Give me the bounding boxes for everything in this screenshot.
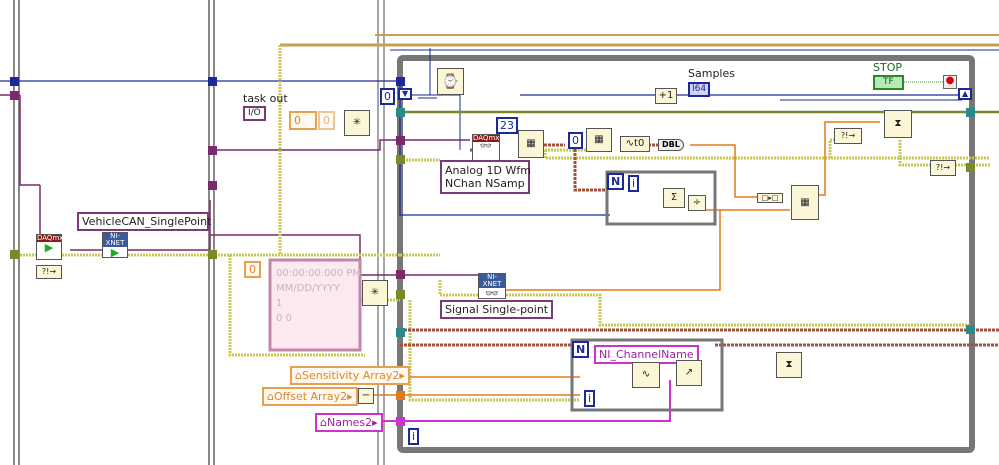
for-loop-iteration-terminal-2: i — [584, 390, 596, 407]
to-double-node[interactable]: DBL — [658, 139, 684, 151]
divide-icon[interactable]: ÷ — [688, 195, 706, 211]
for-loop-count-terminal-2: N — [572, 341, 590, 358]
stop-label: STOP — [873, 61, 902, 74]
tunnels — [10, 77, 975, 426]
shift-register-right-icon[interactable]: ▲ — [958, 88, 973, 100]
xnet-header: NI-XNET — [479, 274, 505, 288]
enqueue-icon[interactable]: ⧗ — [776, 352, 802, 378]
for-loop-count-terminal: N — [607, 173, 625, 190]
task-out-label: task out — [243, 92, 288, 105]
waveform-icon: ∿ — [625, 138, 635, 149]
stop-button-terminal[interactable]: TF — [873, 75, 904, 90]
numeric-constant-ghost: 0 — [318, 111, 335, 130]
build-array-icon[interactable]: □▸□ — [757, 193, 783, 203]
for-loop-scale[interactable] — [570, 338, 724, 412]
bundle-node[interactable]: ?!→ — [834, 128, 862, 144]
wait-timer-icon[interactable]: ⌚ — [437, 68, 464, 95]
daqmx-start-task-node[interactable]: DAQmx▶ — [36, 234, 64, 260]
play-icon: ▶ — [44, 241, 54, 254]
numeric-constant-23[interactable]: 23 — [496, 117, 518, 134]
analog-line1: Analog 1D Wfm — [445, 164, 531, 177]
obtain-queue-icon-2[interactable]: ✳ — [362, 280, 388, 306]
numeric-constant-zero[interactable]: 0 — [380, 88, 395, 105]
increment-node[interactable]: +1 — [655, 88, 677, 104]
shift-register-left-icon[interactable]: ▼ — [398, 88, 413, 100]
xnet-start-node[interactable]: NI-XNET▶ — [102, 232, 128, 258]
task-out-indicator[interactable]: I/O — [243, 106, 266, 121]
glasses-icon: 👓 — [485, 287, 499, 300]
numeric-constant[interactable]: 0 — [289, 111, 317, 130]
daqmx-read-node[interactable]: DAQmx👓 — [472, 134, 500, 162]
loop-condition-icon[interactable]: ● — [943, 75, 957, 89]
glasses-icon: 👓 — [479, 141, 493, 152]
dequeue-icon[interactable]: ⧗ — [884, 110, 912, 138]
samples-indicator[interactable]: I64 — [688, 82, 711, 97]
xnet-header: NI-XNET — [103, 233, 127, 247]
numeric-constant-left[interactable]: 0 — [244, 261, 261, 278]
get-waveform-t0[interactable]: ∿t0 — [620, 136, 650, 152]
timestamp-date: MM/DD/YYYY — [276, 283, 340, 294]
array-subset-icon[interactable]: ▦ — [586, 128, 612, 152]
while-loop-iteration-terminal: i — [408, 428, 420, 445]
scale-waveform-icon[interactable]: ∿ — [632, 362, 660, 388]
index-array-icon[interactable]: ▦ — [518, 130, 544, 158]
daqmx-header: DAQmx — [473, 134, 500, 142]
timestamp-time: 00:00:00.000 PM — [276, 268, 362, 279]
set-waveform-attribute-icon[interactable]: ↗ — [676, 360, 702, 386]
for-loop-iteration-terminal: i — [628, 175, 640, 192]
daqmx-header: DAQmx — [37, 234, 64, 242]
names-local[interactable]: ⌂Names2▸ — [315, 413, 383, 432]
negate-icon[interactable]: − — [358, 388, 374, 404]
xnet-read-node[interactable]: NI-XNET👓 — [478, 273, 506, 299]
analog-line2: NChan NSamp — [445, 177, 525, 190]
sensitivity-array-local[interactable]: ⌂Sensitivity Array2▸ — [290, 366, 410, 385]
merge-errors-node-left[interactable]: ?!→ — [36, 265, 62, 279]
timestamp-constant[interactable]: 00:00:00.000 PM MM/DD/YYYY 1 0 0 — [276, 266, 361, 326]
offset-array-local[interactable]: ⌂Offset Array2▸ — [262, 387, 358, 406]
samples-label: Samples — [688, 67, 735, 80]
cluster-numeric: 1 — [276, 298, 283, 309]
t0-label: t0 — [634, 138, 645, 149]
merge-errors-node[interactable]: ?!→ — [930, 160, 956, 176]
cluster-numeric-pair: 0 0 — [276, 313, 292, 324]
obtain-queue-icon[interactable]: ✳ — [344, 110, 370, 136]
timestamp-cluster-constant[interactable] — [268, 258, 362, 352]
for-loop-average[interactable] — [605, 170, 717, 226]
insert-array-icon[interactable]: ▦ — [791, 185, 819, 220]
vehicle-can-session-selector[interactable]: VehicleCAN_SinglePoint — [77, 212, 211, 231]
play-icon: ▶ — [110, 246, 120, 259]
signal-read-polymorphic-selector[interactable]: Signal Single-point — [440, 300, 554, 319]
numeric-constant-index[interactable]: 0 — [568, 132, 583, 149]
sum-icon[interactable]: Σ — [663, 188, 685, 208]
